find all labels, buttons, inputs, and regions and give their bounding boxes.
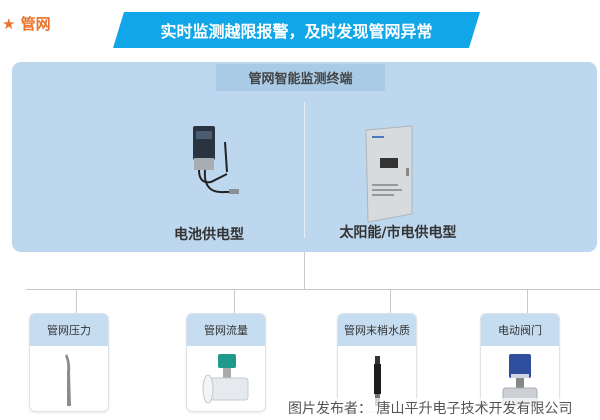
- sensor-card-label: 管网压力: [30, 314, 108, 346]
- publisher-watermark: 图片发布者： 唐山平升电子技术开发有限公司: [288, 398, 573, 418]
- pressure-sensor-icon: [65, 354, 71, 406]
- sensor-card-label: 管网末梢水质: [338, 314, 416, 346]
- sensor-card-water-quality: 管网末梢水质: [337, 313, 417, 412]
- headline-banner: 实时监测越限报警，及时发现管网异常: [113, 12, 480, 48]
- cabinet-terminal-device-icon: [365, 125, 413, 223]
- branch-line: [390, 289, 391, 313]
- branch-line: [76, 289, 77, 313]
- terminal-panel-label: 管网智能监测终端: [216, 64, 385, 91]
- sensor-card-label: 电动阀门: [481, 314, 559, 346]
- panel-divider: [304, 102, 305, 238]
- sensor-card-pressure: 管网压力: [29, 313, 109, 412]
- flow-meter-icon: [202, 354, 249, 404]
- solar-mains-type-label: 太阳能/市电供电型: [339, 225, 457, 241]
- battery-type-label: 电池供电型: [174, 227, 244, 243]
- sensor-card-label: 管网流量: [187, 314, 265, 346]
- trunk-line: [304, 252, 305, 289]
- branch-line: [234, 289, 235, 313]
- branch-line: [527, 289, 528, 313]
- bus-line: [26, 289, 600, 290]
- battery-terminal-device-icon: [193, 126, 239, 194]
- sensor-card-flow: 管网流量: [186, 313, 266, 412]
- section-title: ★ 管网: [2, 15, 51, 33]
